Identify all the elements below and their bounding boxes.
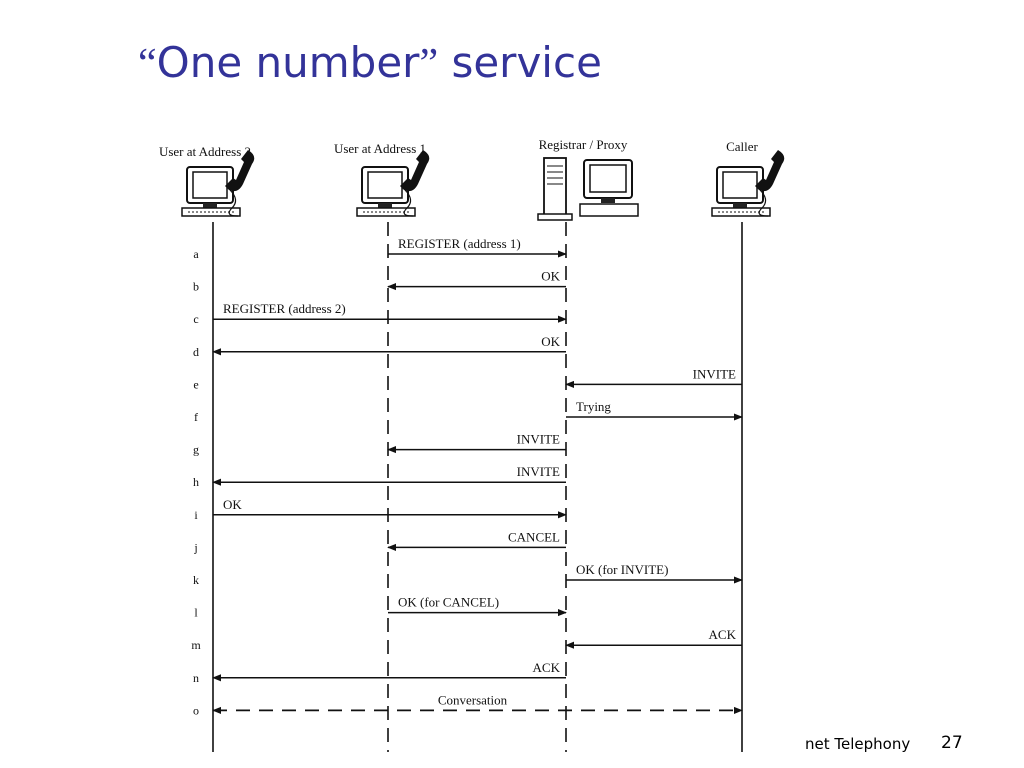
message-label-g: INVITE [517, 432, 560, 447]
title-quote-open: “ [138, 41, 157, 87]
row-label-h: h [193, 475, 199, 489]
row-label-j: j [193, 540, 197, 554]
message-l: OK (for CANCEL) [388, 595, 567, 617]
message-label-j: CANCEL [508, 529, 560, 544]
message-f: Trying [566, 399, 743, 421]
lifelines [212, 222, 743, 752]
message-label-l: OK (for CANCEL) [398, 595, 499, 610]
row-label-k: k [193, 573, 199, 587]
message-b: OK [387, 269, 566, 291]
message-d: OK [212, 334, 566, 356]
message-label-e: INVITE [693, 366, 736, 381]
entity-icons [181, 150, 785, 221]
message-label-c: REGISTER (address 2) [223, 301, 346, 316]
message-h: INVITE [212, 464, 566, 486]
row-label-e: e [193, 377, 198, 391]
entity-label-caller: Caller [726, 139, 758, 154]
computer-phone-icon-addr1 [356, 150, 430, 217]
message-label-b: OK [541, 269, 560, 284]
computer-phone-icon-addr2 [181, 150, 255, 217]
message-c: REGISTER (address 2) [213, 301, 567, 323]
message-m: ACK [565, 627, 742, 649]
message-i: OK [213, 497, 567, 519]
message-e: INVITE [565, 366, 742, 388]
row-label-m: m [191, 638, 201, 652]
title-main: One number [156, 38, 420, 87]
message-label-n: ACK [533, 660, 561, 675]
message-g: INVITE [387, 432, 566, 454]
message-k: OK (for INVITE) [566, 562, 743, 584]
row-label-a: a [193, 247, 199, 261]
row-label-o: o [193, 703, 199, 717]
message-label-d: OK [541, 334, 560, 349]
message-label-h: INVITE [517, 464, 560, 479]
row-label-c: c [193, 312, 198, 326]
row-label-b: b [193, 280, 199, 294]
footer-course-name: net Telephony [805, 735, 911, 753]
message-label-o: Conversation [438, 692, 508, 707]
row-label-n: n [193, 671, 199, 685]
server-computer-icon-proxy [537, 157, 639, 221]
message-a: REGISTER (address 1) [388, 236, 567, 258]
messages: REGISTER (address 1) OK REGISTER (address … [212, 236, 743, 715]
row-label-g: g [193, 443, 199, 457]
row-label-i: i [194, 508, 198, 522]
title-tail: service [438, 38, 602, 87]
message-label-a: REGISTER (address 1) [398, 236, 521, 251]
message-label-k: OK (for INVITE) [576, 562, 668, 577]
page-number: 27 [941, 733, 963, 753]
message-n: ACK [212, 660, 566, 682]
row-label-l: l [194, 606, 198, 620]
entity-label-addr2: User at Address 2 [159, 144, 251, 159]
message-j: CANCEL [387, 529, 566, 552]
entity-label-proxy: Registrar / Proxy [539, 137, 628, 152]
message-label-i: OK [223, 497, 242, 512]
message-label-m: ACK [709, 627, 737, 642]
row-label-d: d [193, 345, 199, 359]
entity-label-addr1: User at Address 1 [334, 141, 426, 156]
slide-title: “One number” service [138, 38, 602, 88]
entity-labels: User at Address 2 User at Address 1 Regist… [159, 137, 759, 159]
title-quote-close: ” [419, 41, 439, 87]
message-o: Conversation [212, 692, 743, 715]
row-label-f: f [194, 410, 198, 424]
message-label-f: Trying [576, 399, 611, 414]
computer-phone-icon-caller [711, 150, 785, 217]
row-labels: a b c d e f g h i j k l m n o [191, 247, 201, 717]
